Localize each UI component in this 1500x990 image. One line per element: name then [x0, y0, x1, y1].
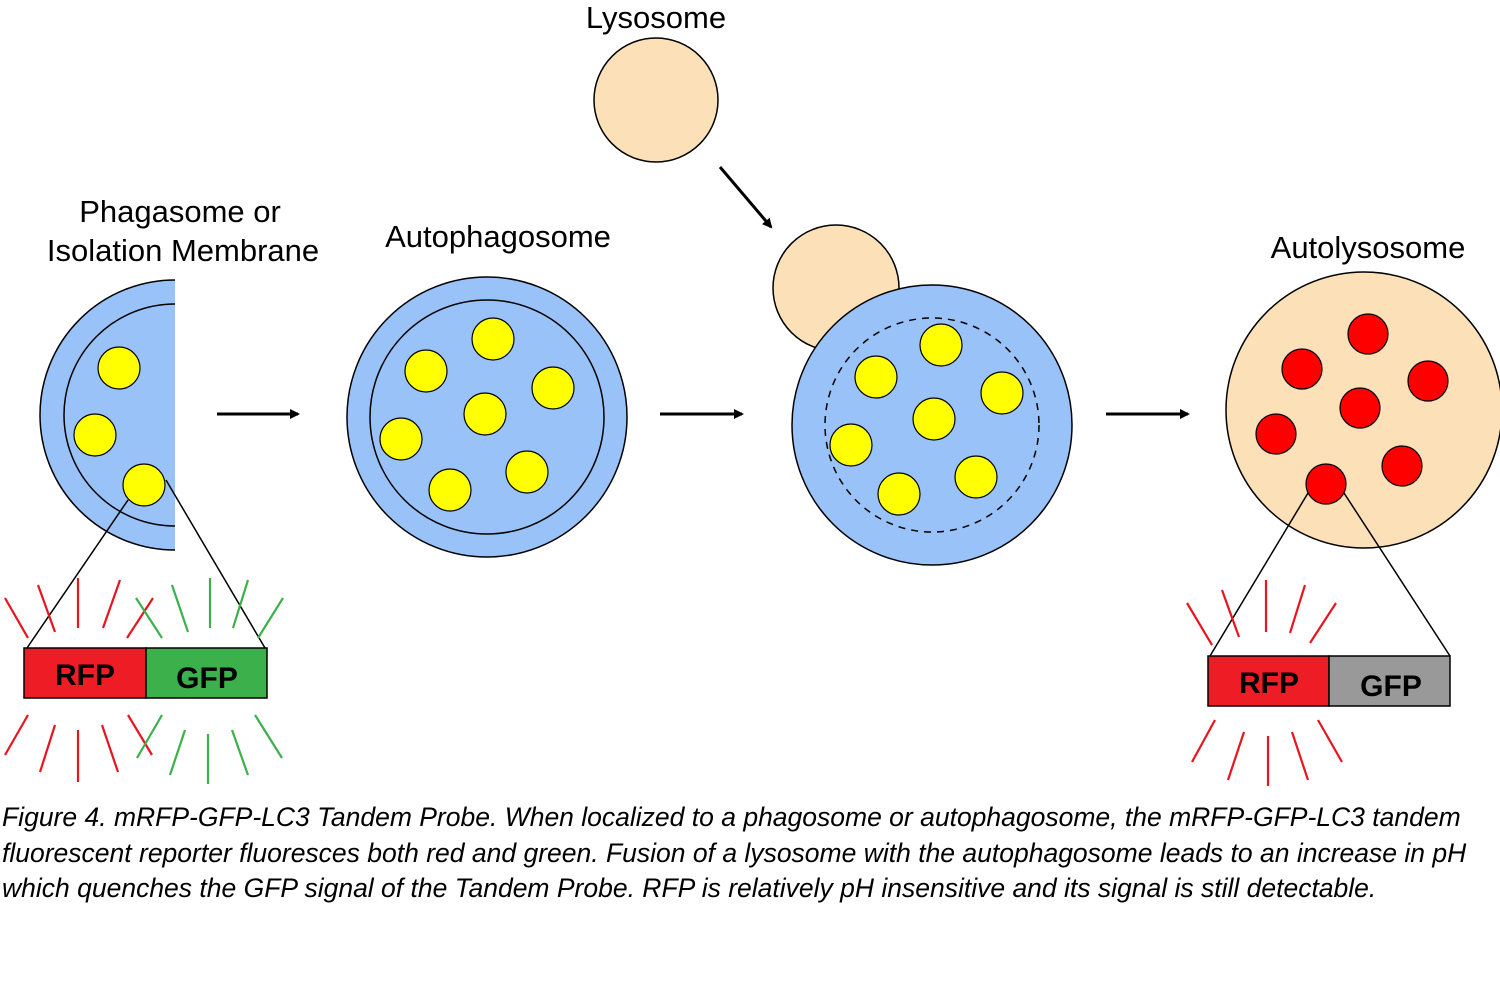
fluorescence-rays-right-top [1186, 580, 1337, 646]
gfp-label-right: GFP [1360, 670, 1422, 703]
cargo-particle [73, 413, 117, 457]
lysosome-label: Lysosome [586, 0, 726, 35]
figure-caption: Figure 4. mRFP-GFP-LC3 Tandem Probe. Whe… [2, 802, 1467, 903]
fusion-cell [772, 224, 1073, 566]
gfp-label-left: GFP [176, 662, 238, 695]
cargo-particle [97, 346, 141, 390]
zoom-line [1343, 492, 1451, 657]
rfp-label-left: RFP [55, 659, 115, 692]
cargo-particle [463, 392, 507, 436]
autolysosome-label: Autolysosome [1271, 230, 1466, 265]
cargo-particle [471, 317, 515, 361]
cargo-particle [1347, 313, 1389, 355]
lysosome [593, 37, 719, 163]
probe-left: RFP GFP [23, 647, 268, 699]
cargo-particle [1281, 348, 1323, 390]
cargo-particle [912, 397, 956, 441]
cargo-particle [854, 355, 898, 399]
cargo-particle [379, 417, 423, 461]
cargo-particle [1255, 413, 1297, 455]
cargo-particle [877, 472, 921, 516]
zoom-line [1209, 492, 1309, 657]
phagosome-cell [39, 279, 175, 551]
autophagy-diagram: Lysosome Phagasome or Isolation Membrane… [4, 0, 1500, 786]
phagosome-label-line1: Phagasome or [79, 194, 281, 229]
probe-right: RFP GFP [1207, 655, 1451, 707]
cargo-particle [428, 468, 472, 512]
cargo-particle [531, 366, 575, 410]
cargo-particle [1305, 463, 1347, 505]
autolysosome-cell [1225, 271, 1500, 549]
cargo-particle [919, 323, 963, 367]
fluorescence-rays-left-bottom [4, 714, 283, 784]
zoom-line [165, 479, 266, 649]
autophagosome-label: Autophagosome [385, 219, 611, 254]
cargo-particle [980, 371, 1024, 415]
cargo-particle [1339, 387, 1381, 429]
zoom-line [26, 499, 129, 649]
rfp-label-right: RFP [1239, 667, 1299, 700]
fluorescence-rays-right-bottom [1191, 719, 1343, 786]
arrow-down-right-icon [718, 166, 773, 229]
phagosome-label-line2: Isolation Membrane [47, 233, 319, 268]
autophagosome-cell [346, 276, 628, 558]
cargo-particle [954, 455, 998, 499]
fluorescence-rays-left-top [4, 578, 284, 639]
cargo-particle [122, 463, 166, 507]
cargo-particle [829, 423, 873, 467]
cargo-particle [505, 450, 549, 494]
cargo-particle [404, 349, 448, 393]
cargo-particle [1381, 445, 1423, 487]
cargo-particle [1407, 360, 1449, 402]
